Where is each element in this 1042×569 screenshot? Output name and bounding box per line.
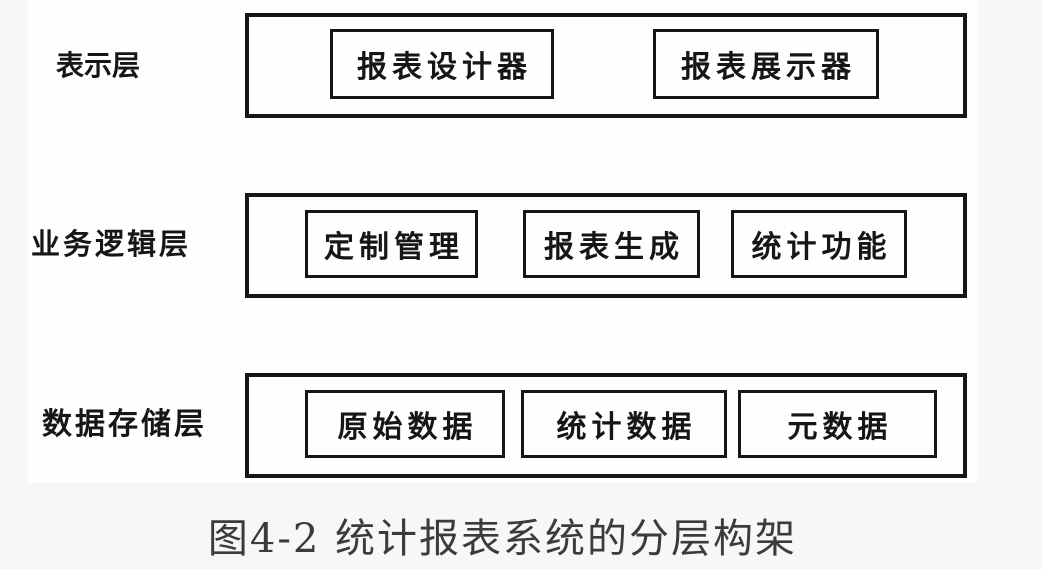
module-metadata: 元数据	[738, 390, 937, 458]
layer-label-data-storage: 数据存储层	[42, 408, 207, 441]
layer-label-presentation: 表示层	[56, 51, 141, 82]
module-statistics-function: 统计功能	[731, 210, 907, 278]
module-custom-management: 定制管理	[305, 210, 478, 278]
module-report-generation: 报表生成	[523, 210, 700, 278]
module-report-designer: 报表设计器	[330, 29, 554, 99]
figure-caption: 图4-2 统计报表系统的分层构架	[207, 516, 798, 562]
layer-label-business-logic: 业务逻辑层	[31, 229, 192, 261]
module-raw-data: 原始数据	[305, 390, 505, 458]
module-statistics-data: 统计数据	[521, 390, 727, 458]
module-report-viewer: 报表展示器	[653, 29, 879, 99]
